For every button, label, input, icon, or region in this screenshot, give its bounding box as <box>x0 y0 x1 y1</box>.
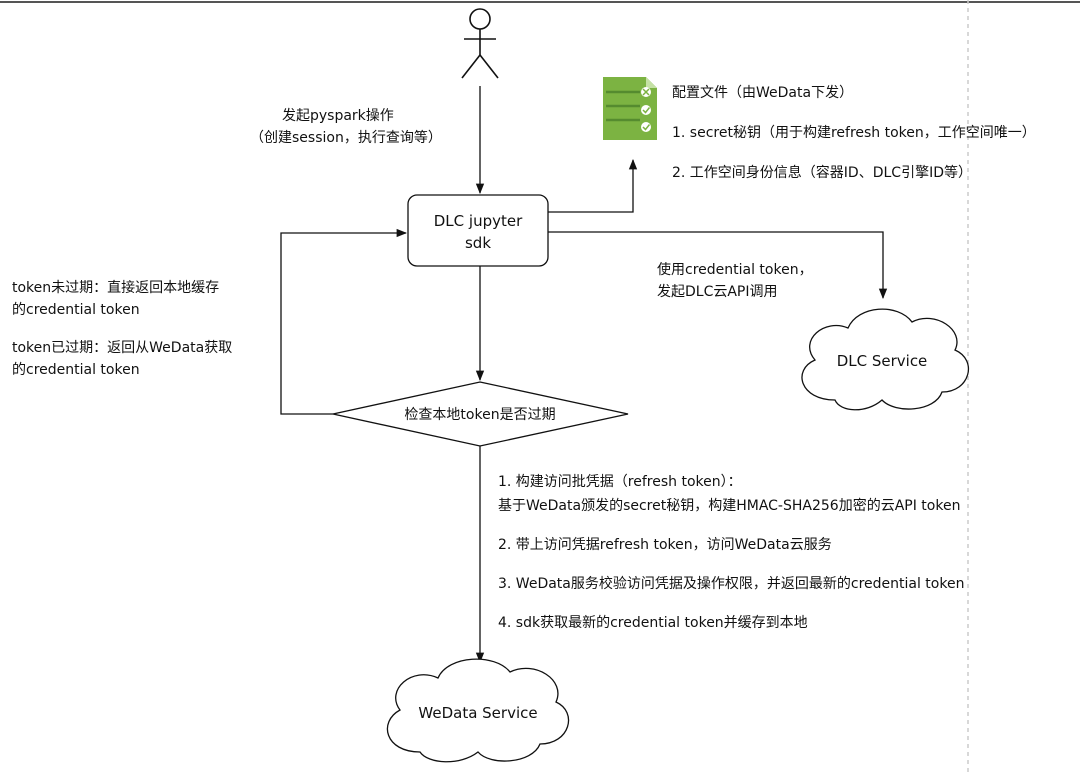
wedata-service-label: WeData Service <box>418 704 537 722</box>
step-1-line2: 基于WeData颁发的secret秘钥，构建HMAC-SHA256加密的云API… <box>498 497 960 514</box>
actor-caption-line1: 发起pyspark操作 <box>282 108 394 124</box>
actor-caption-line2: （创建session，执行查询等） <box>250 129 442 146</box>
sdk-node-label-line1: DLC jupyter <box>434 212 523 230</box>
decision-label: 检查本地token是否过期 <box>404 407 555 423</box>
dlc-service-label: DLC Service <box>837 352 928 370</box>
sdk-node <box>407 194 549 267</box>
step-2: 2. 带上访问凭据refresh token，访问WeData云服务 <box>498 537 832 553</box>
step-3: 3. WeData服务校验访问凭据及操作权限，并返回最新的credential … <box>498 575 964 592</box>
token-valid-note-line2: 的credential token <box>12 302 140 318</box>
dlc-call-line2: 发起DLC云API调用 <box>657 284 778 300</box>
token-expired-note-line2: 的credential token <box>12 362 140 378</box>
step-4: 4. sdk获取最新的credential token并缓存到本地 <box>498 615 808 631</box>
config-file-title: 配置文件（由WeData下发） <box>672 85 853 101</box>
user-actor-icon <box>461 8 499 79</box>
dlc-call-line1: 使用credential token， <box>657 261 813 278</box>
decision-to-sdk-loop-arrow <box>280 228 408 415</box>
sdk-node-label-line2: sdk <box>465 234 491 252</box>
dlc-service-cloud <box>801 308 970 411</box>
sdk-to-dlc-arrow <box>548 231 888 300</box>
config-file-item-2: 2. 工作空间身份信息（容器ID、DLC引擎ID等） <box>672 164 972 181</box>
sdk-to-config-arrow <box>548 158 638 213</box>
step-1-line1: 1. 构建访问批凭据（refresh token）： <box>498 474 742 490</box>
token-expired-note-line1: token已过期：返回从WeData获取 <box>12 340 232 356</box>
config-file-icon <box>603 77 657 140</box>
token-valid-note-line1: token未过期：直接返回本地缓存 <box>12 279 219 296</box>
config-file-item-1: 1. secret秘钥（用于构建refresh token，工作空间唯一） <box>672 125 1036 141</box>
wedata-service-cloud <box>386 658 570 763</box>
